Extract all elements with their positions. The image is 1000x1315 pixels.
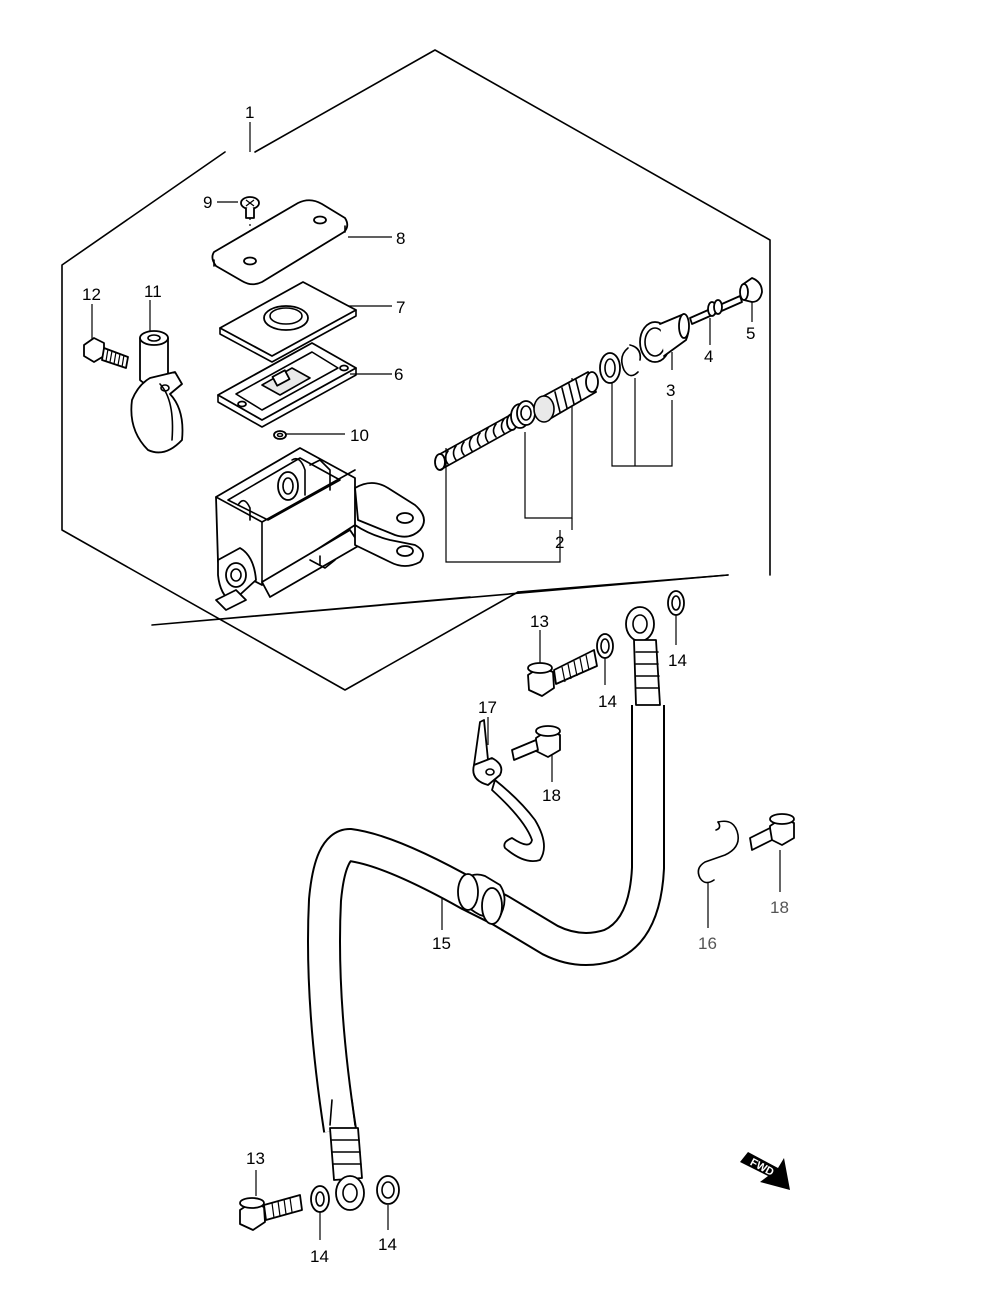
leader-lines bbox=[91, 122, 781, 1240]
callout-5: 5 bbox=[746, 324, 755, 343]
callout-15: 15 bbox=[432, 934, 451, 953]
boot-part-3 bbox=[639, 313, 690, 363]
callout-14-lower-right: 14 bbox=[378, 1235, 397, 1254]
callout-7: 7 bbox=[396, 298, 405, 317]
piston bbox=[533, 371, 599, 423]
callout-labels: 1 9 8 7 6 10 11 12 5 4 3 2 13 14 14 17 1… bbox=[82, 103, 789, 1266]
circlip bbox=[620, 344, 642, 377]
callout-13-lower: 13 bbox=[246, 1149, 265, 1168]
callout-14-upper-right: 14 bbox=[668, 651, 687, 670]
bolt-a-part-18 bbox=[511, 725, 561, 761]
hose-bracket-part-17 bbox=[472, 719, 545, 863]
assembly-outline bbox=[61, 49, 771, 691]
washer-lower-a-part-14 bbox=[310, 1185, 330, 1213]
small-ring-part-10 bbox=[273, 430, 287, 440]
washer-upper-a-part-14 bbox=[596, 633, 614, 659]
union-bolt-upper-part-13 bbox=[527, 649, 598, 697]
callout-14-lower-left: 14 bbox=[310, 1247, 329, 1266]
callout-2: 2 bbox=[555, 533, 564, 552]
plate-part-6 bbox=[217, 342, 357, 428]
secondary-cup bbox=[599, 352, 621, 384]
forward-direction-arrow: FWD bbox=[740, 1152, 790, 1190]
callout-13-upper: 13 bbox=[530, 612, 549, 631]
callout-12: 12 bbox=[82, 285, 101, 304]
piston-spring bbox=[434, 413, 518, 471]
bolt-b-part-18 bbox=[749, 813, 795, 851]
callout-9: 9 bbox=[203, 193, 212, 212]
callout-3: 3 bbox=[666, 381, 675, 400]
callout-17: 17 bbox=[478, 698, 497, 717]
callout-8: 8 bbox=[396, 229, 405, 248]
callout-10: 10 bbox=[350, 426, 369, 445]
diaphragm-part-7 bbox=[219, 281, 357, 363]
callout-18-right: 18 bbox=[770, 898, 789, 917]
washer-lower-b-part-14 bbox=[376, 1175, 400, 1205]
callout-4: 4 bbox=[704, 347, 713, 366]
end-cap-part-5 bbox=[739, 277, 763, 303]
washer-upper-b-part-14 bbox=[667, 590, 685, 616]
piston-cup bbox=[510, 400, 536, 429]
push-rod-part-4 bbox=[689, 295, 743, 325]
callout-6: 6 bbox=[394, 365, 403, 384]
reservoir-cap-part-8 bbox=[211, 199, 349, 286]
callout-14-upper-left: 14 bbox=[598, 692, 617, 711]
callout-11: 11 bbox=[144, 282, 162, 301]
master-cylinder-body bbox=[215, 447, 425, 611]
callout-16: 16 bbox=[698, 934, 717, 953]
union-bolt-lower-part-13 bbox=[239, 1194, 303, 1231]
callout-18-left: 18 bbox=[542, 786, 561, 805]
clamp-holder-part-11 bbox=[130, 330, 184, 454]
hose-clip-part-16 bbox=[697, 820, 740, 884]
screw-part-9 bbox=[240, 196, 260, 219]
callout-1: 1 bbox=[245, 103, 254, 122]
fwd-label: FWD bbox=[748, 1156, 776, 1178]
bolt-part-12 bbox=[83, 337, 129, 369]
clutch-hose-part-15 bbox=[307, 606, 665, 1211]
